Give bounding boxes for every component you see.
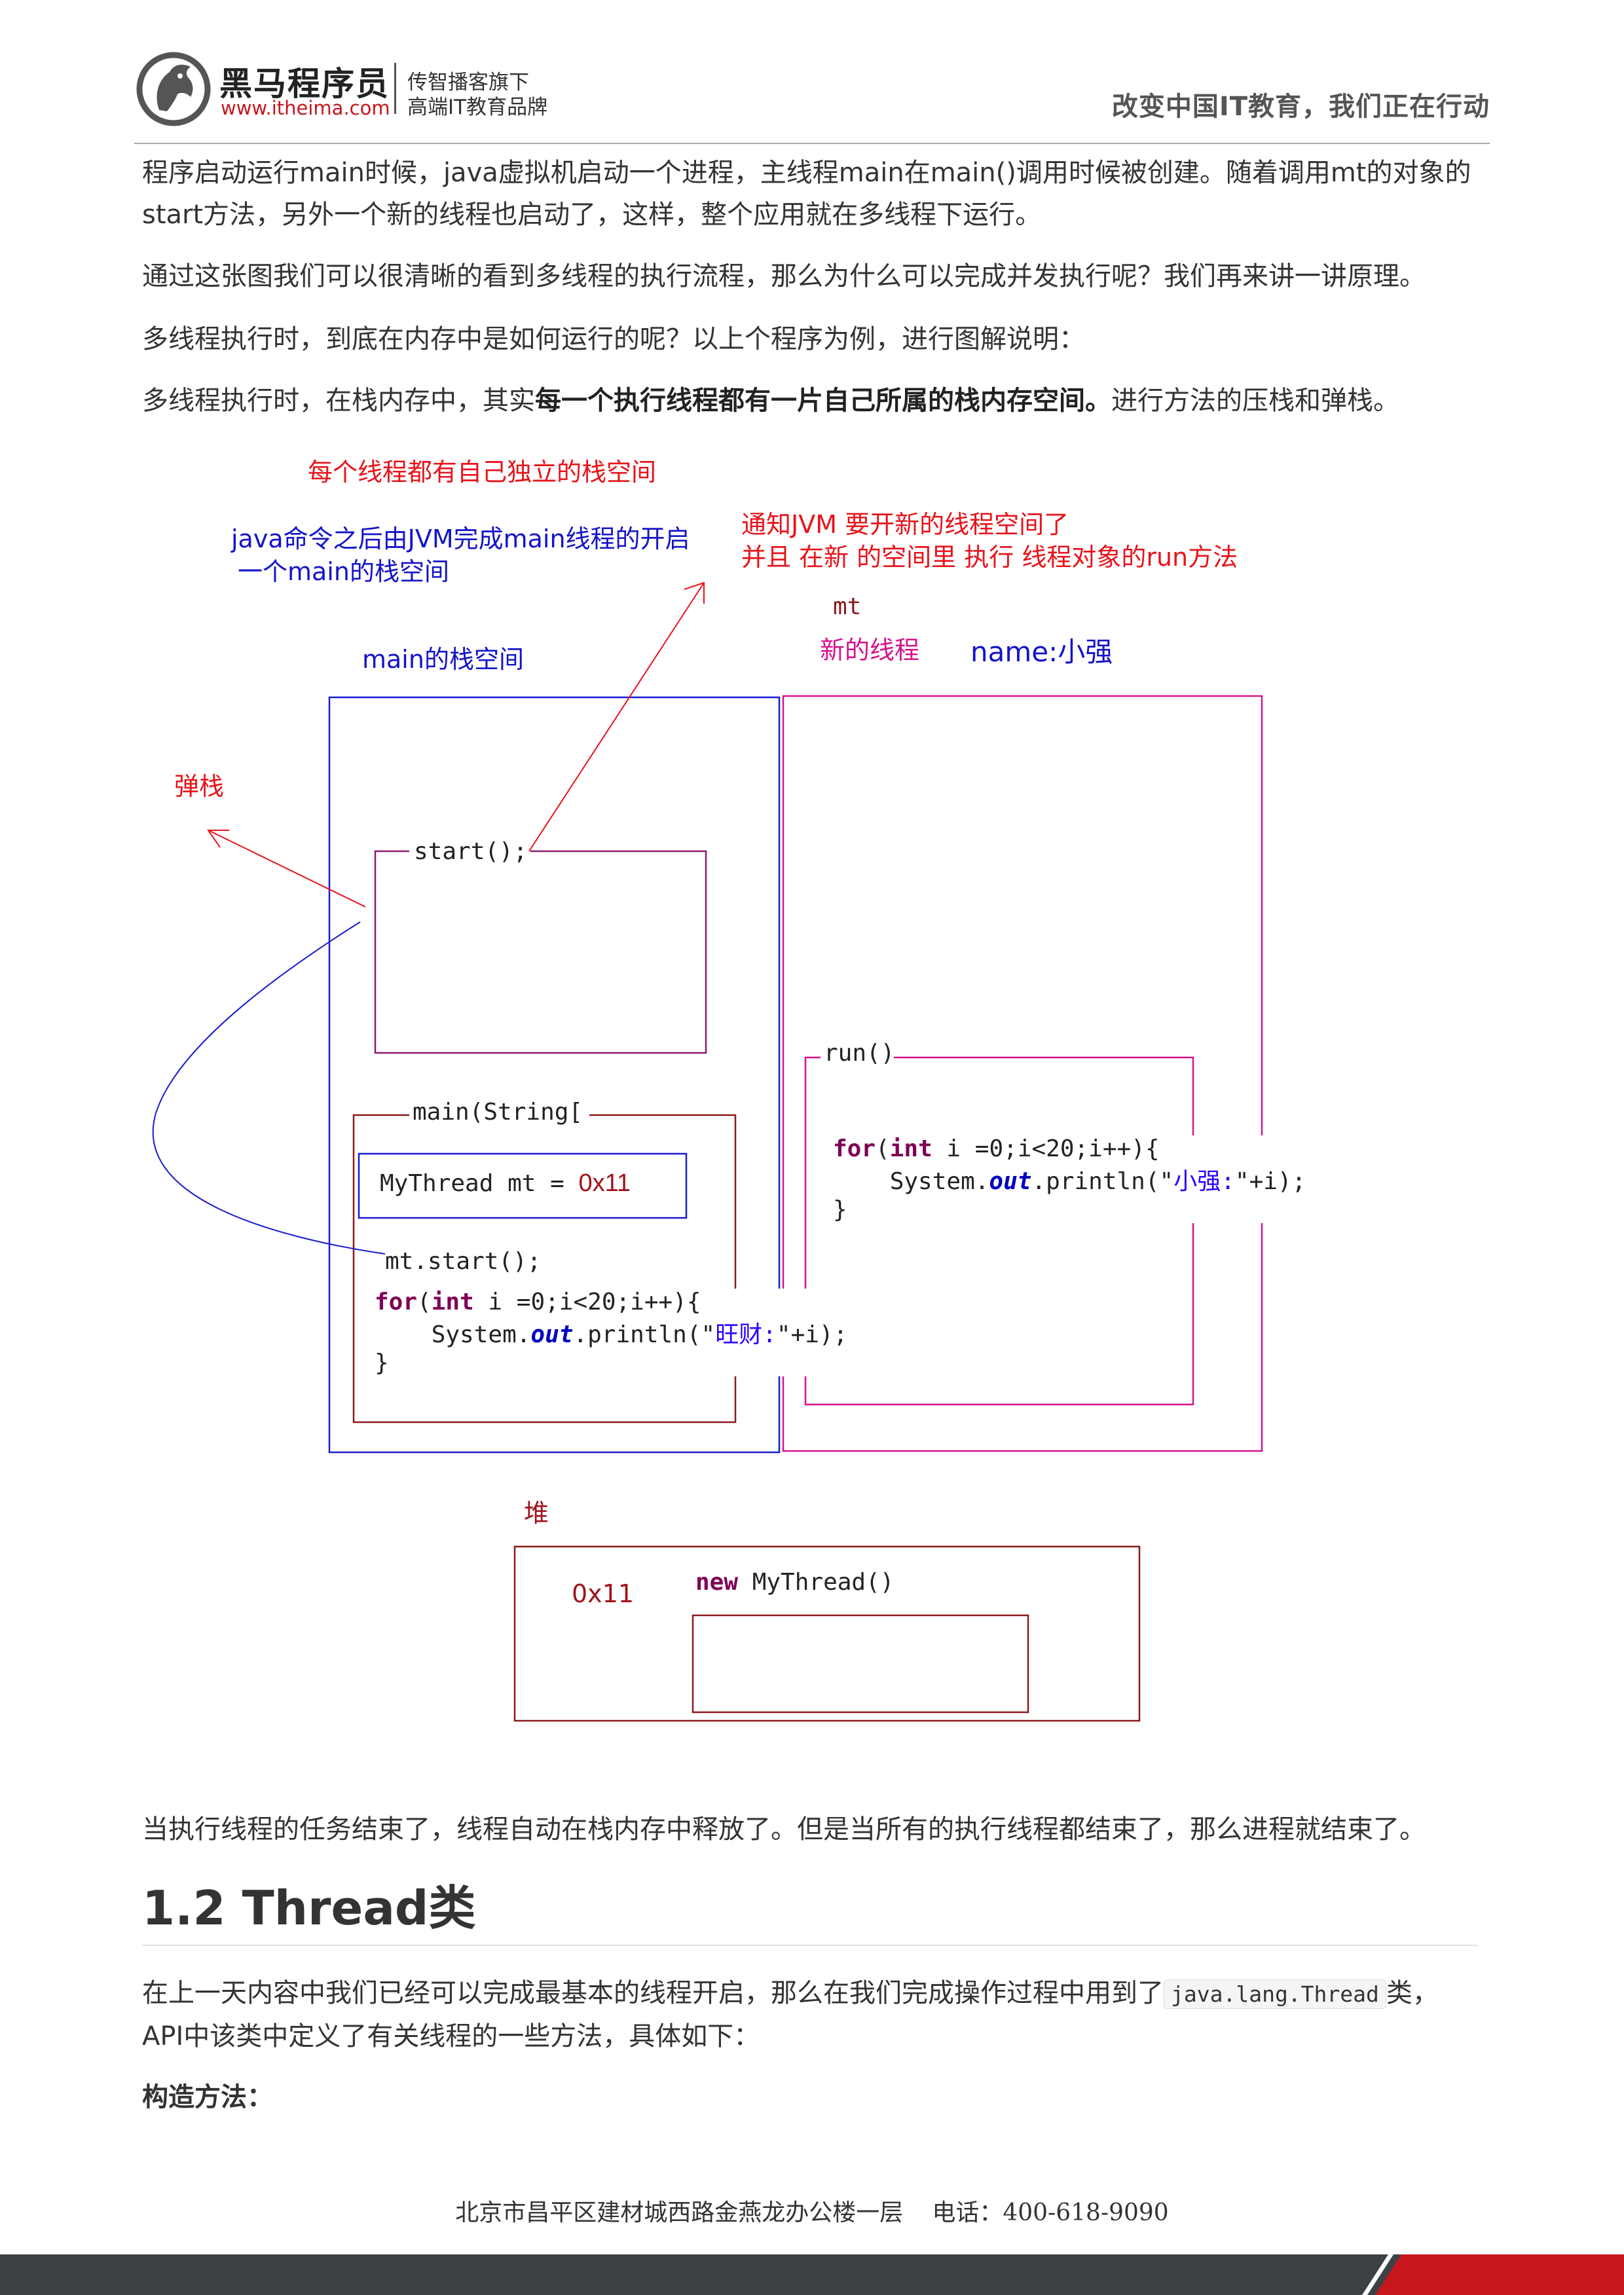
annotation-each-thread: 每个线程都有自己独立的栈空间 (308, 458, 657, 487)
label-main-stack: main的栈空间 (362, 645, 524, 674)
code-text: System. (375, 1321, 531, 1348)
label-pop-stack: 弹栈 (174, 772, 225, 801)
heap-new-object: new MyThread() (695, 1569, 894, 1596)
paragraph-thread-end: 当执行线程的任务结束了，线程自动在栈内存中释放了。但是当所有的执行线程都结束了，… (142, 1814, 1426, 1845)
code-start-call: start(); (414, 838, 528, 865)
inline-code: java.lang.Thread (1164, 1979, 1386, 2009)
call-curve (152, 921, 386, 1255)
notify-arrow (528, 582, 705, 852)
footer-phone: 电话：400-618-9090 (932, 2199, 1169, 2226)
code-line: } (833, 1196, 847, 1223)
mythread-var-box (358, 1152, 688, 1219)
code-address: 0x11 (578, 1169, 631, 1197)
new-thread-stack-box (782, 695, 1263, 1452)
section-divider (142, 1945, 1478, 1946)
code-main-method: main(String[ (413, 1099, 583, 1126)
horse-head-icon (136, 52, 211, 126)
bold-text: 每一个执行线程都有一片自己所属的栈内存空间。 (535, 386, 1111, 416)
code-keyword: new (695, 1569, 739, 1596)
text-run: API中该类中定义了有关线程的一些方法，具体如下： (142, 2021, 760, 2051)
code-line: for(int i =0;i<20;i++){ (375, 1289, 847, 1315)
code-keyword: for (375, 1289, 418, 1315)
code-line: for(int i =0;i<20;i++){ (833, 1135, 1306, 1162)
text-run: 类， (1386, 1978, 1439, 2008)
label-mt: mt (833, 593, 862, 620)
annotation-notify-jvm: 通知JVM 要开新的线程空间了 (741, 510, 1069, 539)
logo-tagline: 传智播客旗下 (407, 71, 529, 94)
code-text: ( (876, 1135, 890, 1162)
header-slogan: 改变中国IT教育，我们正在行动 (1111, 92, 1490, 122)
code-main-for-loop: for(int i =0;i<20;i++){ System.out.print… (375, 1289, 848, 1376)
page-footer: 北京市昌平区建材城西路金燕龙办公楼一层 电话：400-618-9090 (0, 2194, 1624, 2228)
footer-bar (0, 2254, 1624, 2295)
text-run: 在上一天内容中我们已经可以完成最基本的线程开启，那么在我们完成操作过程中用到了 (142, 1978, 1164, 2008)
annotation-java-cmd: java命令之后由JVM完成main线程的开启 (231, 524, 690, 553)
code-text: "+i); (776, 1321, 848, 1348)
heap-box (513, 1545, 1141, 1722)
code-text: "+i); (1234, 1168, 1306, 1195)
code-field: out (530, 1321, 574, 1348)
pop-arrow (208, 830, 366, 908)
thread-memory-diagram: 每个线程都有自己独立的栈空间 java命令之后由JVM完成main线程的开启 一… (0, 439, 1624, 1748)
paragraph-memory: 多线程执行时，到底在内存中是如何运行的呢？以上个程序为例，进行图解说明： (142, 324, 1085, 354)
annotation-notify-jvm: 并且 在新 的空间里 执行 线程对象的run方法 (741, 543, 1238, 572)
code-text: .println(" (1031, 1168, 1174, 1195)
code-text: MyThread mt = (380, 1170, 579, 1197)
code-keyword: int (889, 1135, 932, 1162)
constructors-subheading: 构造方法： (142, 2082, 273, 2112)
code-run-for-loop: for(int i =0;i<20;i++){ System.out.print… (833, 1135, 1306, 1223)
label-heap: 堆 (524, 1499, 549, 1528)
code-text: .println(" (573, 1321, 716, 1348)
label-thread-name: name:小强 (970, 636, 1113, 668)
heap-address: 0x11 (572, 1579, 635, 1608)
heap-object-box (692, 1614, 1029, 1714)
section-heading: 1.2 Thread类 (142, 1881, 476, 1936)
page-header: 黑马程序员 www.itheima.com 传智播客旗下 高端IT教育品牌 改变… (0, 0, 1624, 145)
diagram-shapes (152, 581, 1263, 1722)
code-text: i =0;i<20;i++){ (932, 1135, 1160, 1162)
logo-url: www.itheima.com (221, 97, 390, 119)
code-mt-start: mt.start(); (385, 1248, 542, 1275)
footer-address: 北京市昌平区建材城西路金燕龙办公楼一层 (455, 2199, 904, 2226)
paragraph-stack: 多线程执行时，在栈内存中，其实每一个执行线程都有一片自己所属的栈内存空间。进行方… (142, 380, 1478, 422)
code-mythread-decl: MyThread mt = 0x11 (380, 1169, 631, 1198)
code-line: System.out.println("旺财:"+i); (375, 1315, 848, 1349)
annotation-java-cmd: 一个main的栈空间 (238, 557, 449, 586)
header-divider (134, 143, 1490, 144)
notify-arrow-head (684, 581, 705, 604)
label-new-thread: 新的线程 (820, 636, 920, 665)
logo-tagline: 高端IT教育品牌 (407, 96, 548, 119)
run-frame (804, 1056, 1194, 1406)
logo-name: 黑马程序员 (219, 65, 390, 103)
code-field: out (989, 1168, 1032, 1195)
code-string: 旺财: (715, 1321, 777, 1348)
code-text: MyThread() (738, 1569, 895, 1596)
code-string: 小强: (1173, 1168, 1235, 1195)
code-line: System.out.println("小强:"+i); (833, 1162, 1306, 1196)
code-keyword: for (833, 1135, 876, 1162)
main-frame (352, 1114, 737, 1423)
text-run: 进行方法的压栈和弹栈。 (1111, 386, 1399, 416)
code-text: System. (833, 1168, 989, 1195)
code-line: } (375, 1349, 389, 1376)
code-text: ( (417, 1289, 432, 1315)
code-text: i =0;i<20;i++){ (473, 1289, 701, 1315)
paragraph-intro: 程序启动运行main时候，java虚拟机启动一个进程，主线程main在main(… (142, 158, 1471, 230)
text-run: 多线程执行时，在栈内存中，其实 (142, 386, 535, 416)
code-keyword: int (431, 1289, 474, 1315)
main-stack-box (328, 696, 781, 1454)
paragraph-flow: 通过这张图我们可以很清晰的看到多线程的执行流程，那么为什么可以完成并发执行呢？我… (142, 261, 1426, 291)
logo-divider (394, 63, 396, 114)
start-frame (374, 850, 707, 1054)
pop-arrow-head (207, 830, 229, 848)
code-run-method: run() (824, 1040, 895, 1067)
